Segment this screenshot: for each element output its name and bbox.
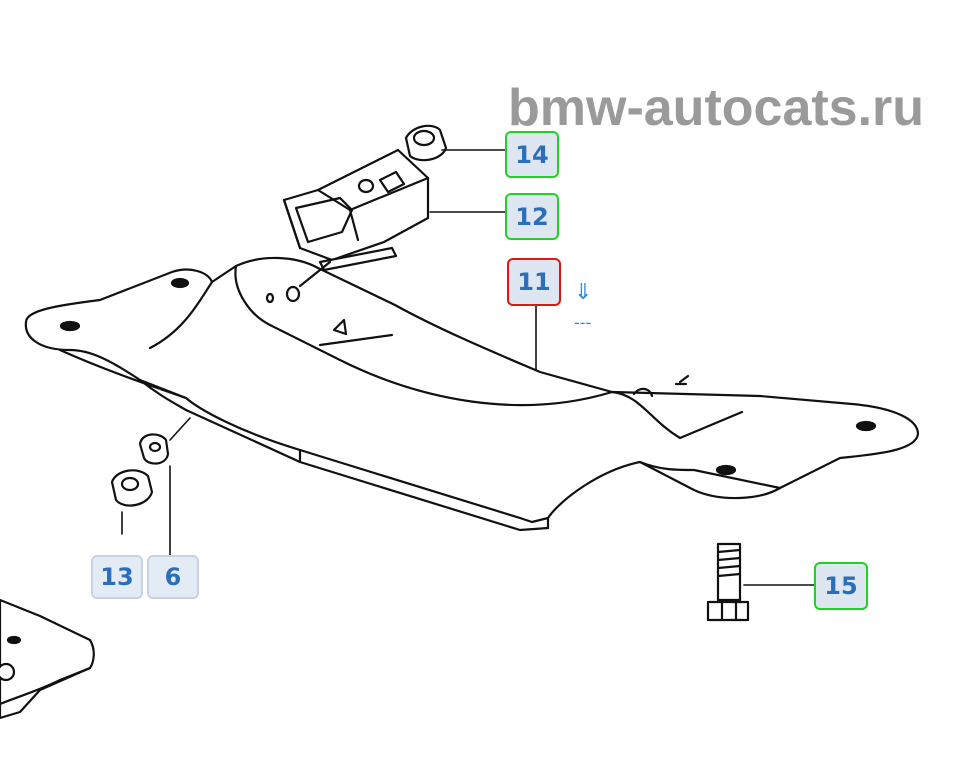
callout-12[interactable]: 12 (505, 193, 559, 240)
down-arrow-icon[interactable]: ⇓ (574, 280, 593, 305)
adjacent-part-fragment (0, 598, 95, 720)
washer-6-part (138, 433, 170, 465)
nut-14-part (404, 124, 448, 162)
mount-part (282, 148, 430, 288)
callout-6[interactable]: 6 (147, 555, 199, 599)
callout-11-selected[interactable]: 11 (507, 258, 561, 306)
callout-15[interactable]: 15 (814, 562, 868, 610)
leader-lines (121, 149, 817, 586)
bolt-15-part (706, 542, 750, 622)
dash-marker: --- (574, 313, 592, 332)
callout-13[interactable]: 13 (91, 555, 143, 599)
nut-13-part (110, 469, 154, 507)
watermark-text: bmw-autocats.ru (508, 79, 925, 137)
callout-14[interactable]: 14 (505, 131, 559, 178)
crossmember-part (24, 256, 920, 532)
